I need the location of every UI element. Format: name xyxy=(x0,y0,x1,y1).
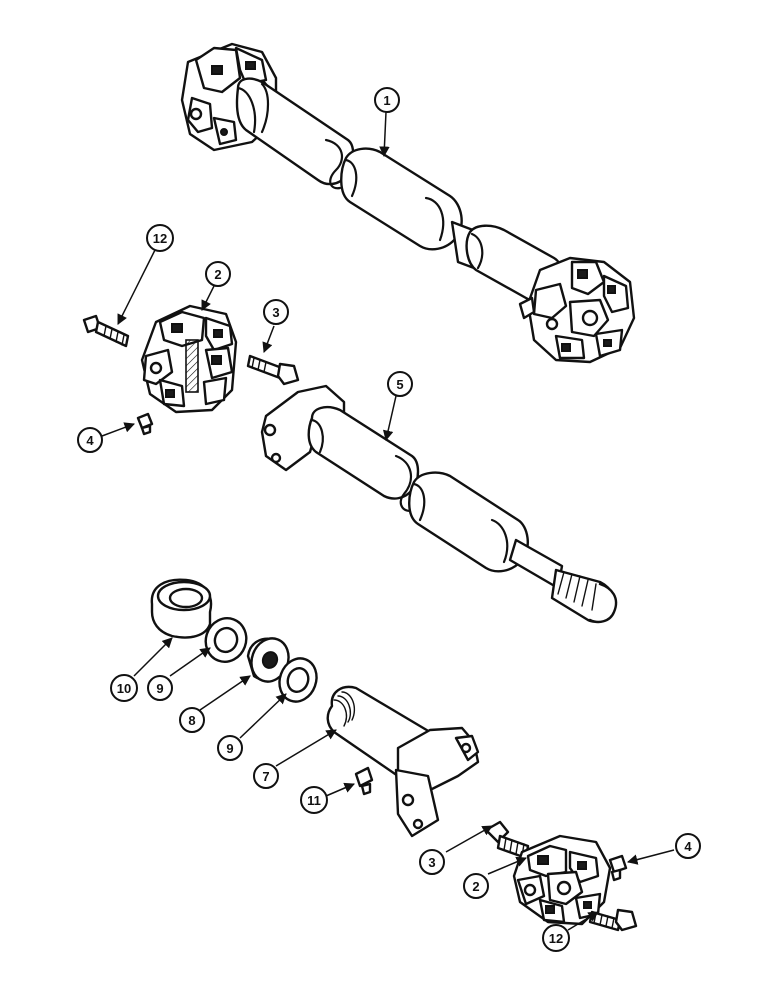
callout-7: 7 xyxy=(253,763,279,789)
drive-shaft-assembly xyxy=(180,42,636,364)
leader-lines xyxy=(101,111,675,931)
bearing-cup xyxy=(150,578,213,639)
callout-3-upper: 3 xyxy=(263,299,289,325)
callout-2-lower: 2 xyxy=(463,873,489,899)
callout-9-upper-label: 9 xyxy=(156,681,163,696)
callout-4-lower-label: 4 xyxy=(684,839,692,854)
coupling-cross-upper xyxy=(140,304,238,414)
callout-11-label: 11 xyxy=(307,793,321,808)
callout-8: 8 xyxy=(179,707,205,733)
callout-4-upper: 4 xyxy=(77,427,103,453)
coupling-cross-lower xyxy=(512,834,612,926)
callout-3-upper-label: 3 xyxy=(272,305,279,320)
callout-2-lower-label: 2 xyxy=(472,879,479,894)
callout-4-lower: 4 xyxy=(675,833,701,859)
callout-1-label: 1 xyxy=(383,93,390,108)
callout-10: 10 xyxy=(110,674,138,702)
callout-9-lower: 9 xyxy=(217,735,243,761)
callout-3-lower-label: 3 xyxy=(428,855,435,870)
callout-8-label: 8 xyxy=(188,713,195,728)
grease-fitting-lower xyxy=(608,854,628,882)
bolt-upper-left xyxy=(82,314,130,348)
splined-shaft xyxy=(260,384,618,624)
washer-lower xyxy=(278,657,318,703)
callout-12-lower: 12 xyxy=(542,924,570,952)
callout-2-upper: 2 xyxy=(205,261,231,287)
slip-yoke xyxy=(326,685,480,838)
callout-3-lower: 3 xyxy=(419,849,445,875)
callout-9-upper: 9 xyxy=(147,675,173,701)
callout-11: 11 xyxy=(300,786,328,814)
callout-12-upper-label: 12 xyxy=(153,231,167,246)
callout-10-label: 10 xyxy=(117,681,131,696)
callout-7-label: 7 xyxy=(262,769,269,784)
callout-5-label: 5 xyxy=(396,377,403,392)
callout-5: 5 xyxy=(387,371,413,397)
callout-9-lower-label: 9 xyxy=(226,741,233,756)
shaft-right-universal-joint xyxy=(518,256,636,364)
callout-1: 1 xyxy=(374,87,400,113)
callout-12-upper: 12 xyxy=(146,224,174,252)
callout-12-lower-label: 12 xyxy=(549,931,563,946)
washer-upper xyxy=(204,617,248,663)
callout-4-upper-label: 4 xyxy=(86,433,94,448)
grease-fitting-upper xyxy=(136,412,154,436)
bolt-upper-right xyxy=(246,354,300,386)
callout-2-upper-label: 2 xyxy=(214,267,221,282)
grease-fitting-yoke xyxy=(354,766,374,796)
